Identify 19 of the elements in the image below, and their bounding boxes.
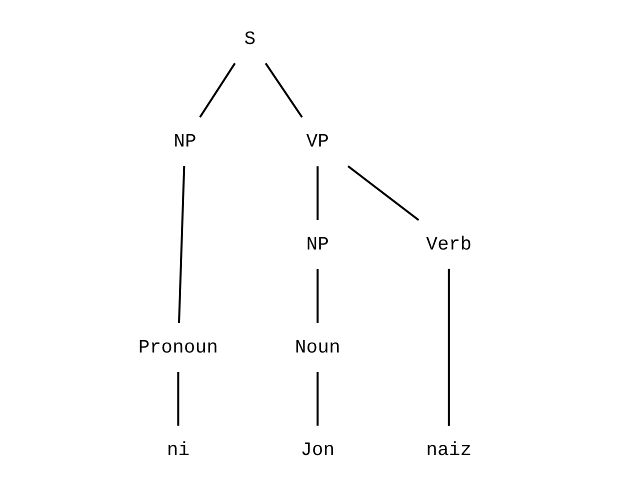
connector	[346, 164, 419, 220]
node-text: NP	[306, 233, 328, 256]
connector	[264, 62, 302, 118]
connector	[447, 268, 450, 426]
connector	[176, 371, 179, 426]
connector	[178, 166, 185, 323]
connector	[316, 166, 318, 220]
node-text: ni	[166, 438, 190, 461]
node-text: Noun	[294, 336, 340, 358]
node-text: S	[244, 27, 256, 50]
node-text: Pronoun	[138, 336, 218, 358]
connector	[316, 268, 318, 322]
node-text: VP	[306, 130, 328, 152]
node-text: Verb	[426, 233, 472, 256]
node-text: naiz	[426, 438, 472, 461]
node-text: NP	[173, 130, 196, 152]
connector	[316, 371, 318, 426]
connector	[198, 62, 236, 118]
node-text: Jon	[300, 438, 334, 461]
